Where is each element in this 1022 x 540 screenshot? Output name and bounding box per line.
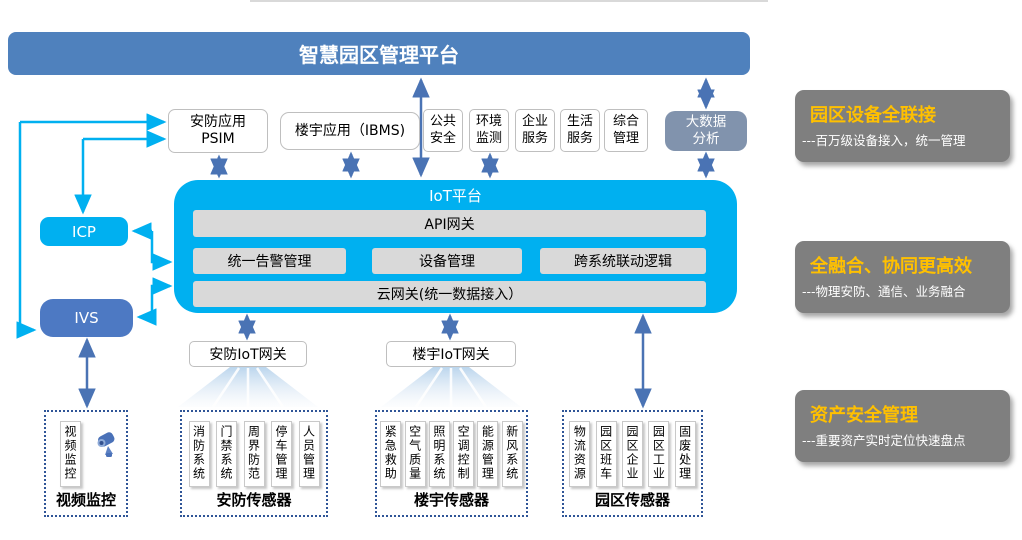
app-box-environment-monitoring: 环境监测 bbox=[469, 109, 509, 152]
benefit-desc: ---重要资产实时定位快速盘点 bbox=[802, 433, 966, 448]
iot-platform-title: IoT平台 bbox=[429, 187, 482, 205]
sensor-strip: 空气质量 bbox=[404, 421, 426, 487]
security-iot-gateway-box: 安防IoT网关 bbox=[189, 341, 307, 367]
app-box-ibms: 楼宇应用（IBMS) bbox=[280, 112, 420, 150]
sensor-strip: 紧急救助 bbox=[380, 421, 402, 487]
psim-line1: 安防应用 bbox=[190, 114, 246, 131]
device-management-bar: 设备管理 bbox=[372, 248, 522, 274]
fan-beam-building-gateway bbox=[381, 367, 521, 408]
sensor-strip: 照明系统 bbox=[428, 421, 450, 487]
camera-icon bbox=[97, 432, 115, 457]
big-data-analysis-box: 大数据分析 bbox=[665, 111, 747, 151]
unified-alarm-management-bar: 统一告警管理 bbox=[193, 248, 346, 274]
icp-box: ICP bbox=[40, 217, 128, 246]
blue-double-arrows bbox=[78, 77, 715, 409]
sensor-strip: 园区工业 bbox=[648, 421, 670, 487]
benefit-desc: ---百万级设备接入，统一管理 bbox=[802, 133, 966, 148]
cross-system-linkage-bar: 跨系统联动逻辑 bbox=[540, 248, 706, 274]
app-box-public-safety: 公共安全 bbox=[423, 109, 463, 152]
sensor-strip: 物流资源 bbox=[569, 421, 591, 487]
benefit-title: 园区设备全联接 bbox=[810, 105, 936, 126]
sensor-strip: 空调控制 bbox=[453, 421, 475, 487]
cyan-connectors bbox=[16, 113, 173, 339]
sensor-strip: 园区班车 bbox=[595, 421, 617, 487]
iot-platform: IoT平台 API网关 统一告警管理 设备管理 跨系统联动逻辑 云网关(统一数据… bbox=[174, 180, 737, 313]
app-box-life-services: 生活服务 bbox=[560, 109, 600, 152]
fan-beam-security-gateway bbox=[178, 367, 318, 408]
sensor-strip: 人员管理 bbox=[298, 421, 320, 487]
banner-title: 智慧园区管理平台 bbox=[299, 43, 459, 67]
sensor-strip: 能源管理 bbox=[477, 421, 499, 487]
sensor-strip: 新风系统 bbox=[501, 421, 523, 487]
ibms-label: 楼宇应用（IBMS) bbox=[294, 122, 406, 139]
sensor-strip: 周界防范 bbox=[243, 421, 265, 487]
benefit-card-convergence: 全融合、协同更高效 ---物理安防、通信、业务融合 bbox=[795, 241, 1010, 313]
benefit-title: 资产安全管理 bbox=[810, 405, 918, 426]
benefit-title: 全融合、协同更高效 bbox=[810, 256, 972, 277]
sensor-group-video-surveillance: 视频监控 视频监控 bbox=[44, 410, 128, 517]
group-label: 楼宇传感器 bbox=[413, 491, 489, 509]
group-label: 园区传感器 bbox=[594, 491, 670, 509]
sensor-strip: 园区企业 bbox=[621, 421, 643, 487]
psim-line2: PSIM bbox=[201, 131, 235, 147]
ivs-box: IVS bbox=[40, 299, 133, 337]
sensor-strip: 视频监控 bbox=[60, 421, 81, 487]
api-gateway-bar: API网关 bbox=[193, 210, 706, 237]
sensor-group-park-sensors: 物流资源 园区班车 园区企业 园区工业 固废处理 园区传感器 bbox=[562, 410, 703, 517]
group-label: 安防传感器 bbox=[216, 491, 292, 509]
benefit-card-device-connection: 园区设备全联接 ---百万级设备接入，统一管理 bbox=[795, 90, 1010, 162]
cloud-gateway-bar: 云网关(统一数据接入） bbox=[193, 281, 706, 307]
app-box-psim: 安防应用 PSIM bbox=[168, 109, 268, 153]
app-box-comprehensive-management: 综合管理 bbox=[604, 109, 648, 152]
building-iot-gateway-box: 楼宇IoT网关 bbox=[386, 341, 516, 367]
app-box-enterprise-services: 企业服务 bbox=[515, 109, 555, 152]
group-label: 视频监控 bbox=[55, 491, 116, 509]
platform-banner: 智慧园区管理平台 bbox=[8, 32, 750, 75]
sensor-group-building-sensors: 紧急救助 空气质量 照明系统 空调控制 能源管理 新风系统 楼宇传感器 bbox=[375, 410, 528, 517]
top-divider-line bbox=[250, 0, 768, 2]
sensor-strip: 门禁系统 bbox=[216, 421, 237, 487]
benefit-card-asset-security: 资产安全管理 ---重要资产实时定位快速盘点 bbox=[795, 390, 1010, 462]
sensor-strip: 停车管理 bbox=[271, 421, 292, 487]
sensor-strip: 固废处理 bbox=[674, 421, 696, 487]
sensor-strip: 消防系统 bbox=[188, 421, 210, 487]
benefit-desc: ---物理安防、通信、业务融合 bbox=[802, 284, 966, 299]
sensor-group-security-sensors: 消防系统 门禁系统 周界防范 停车管理 人员管理 安防传感器 bbox=[180, 410, 328, 517]
